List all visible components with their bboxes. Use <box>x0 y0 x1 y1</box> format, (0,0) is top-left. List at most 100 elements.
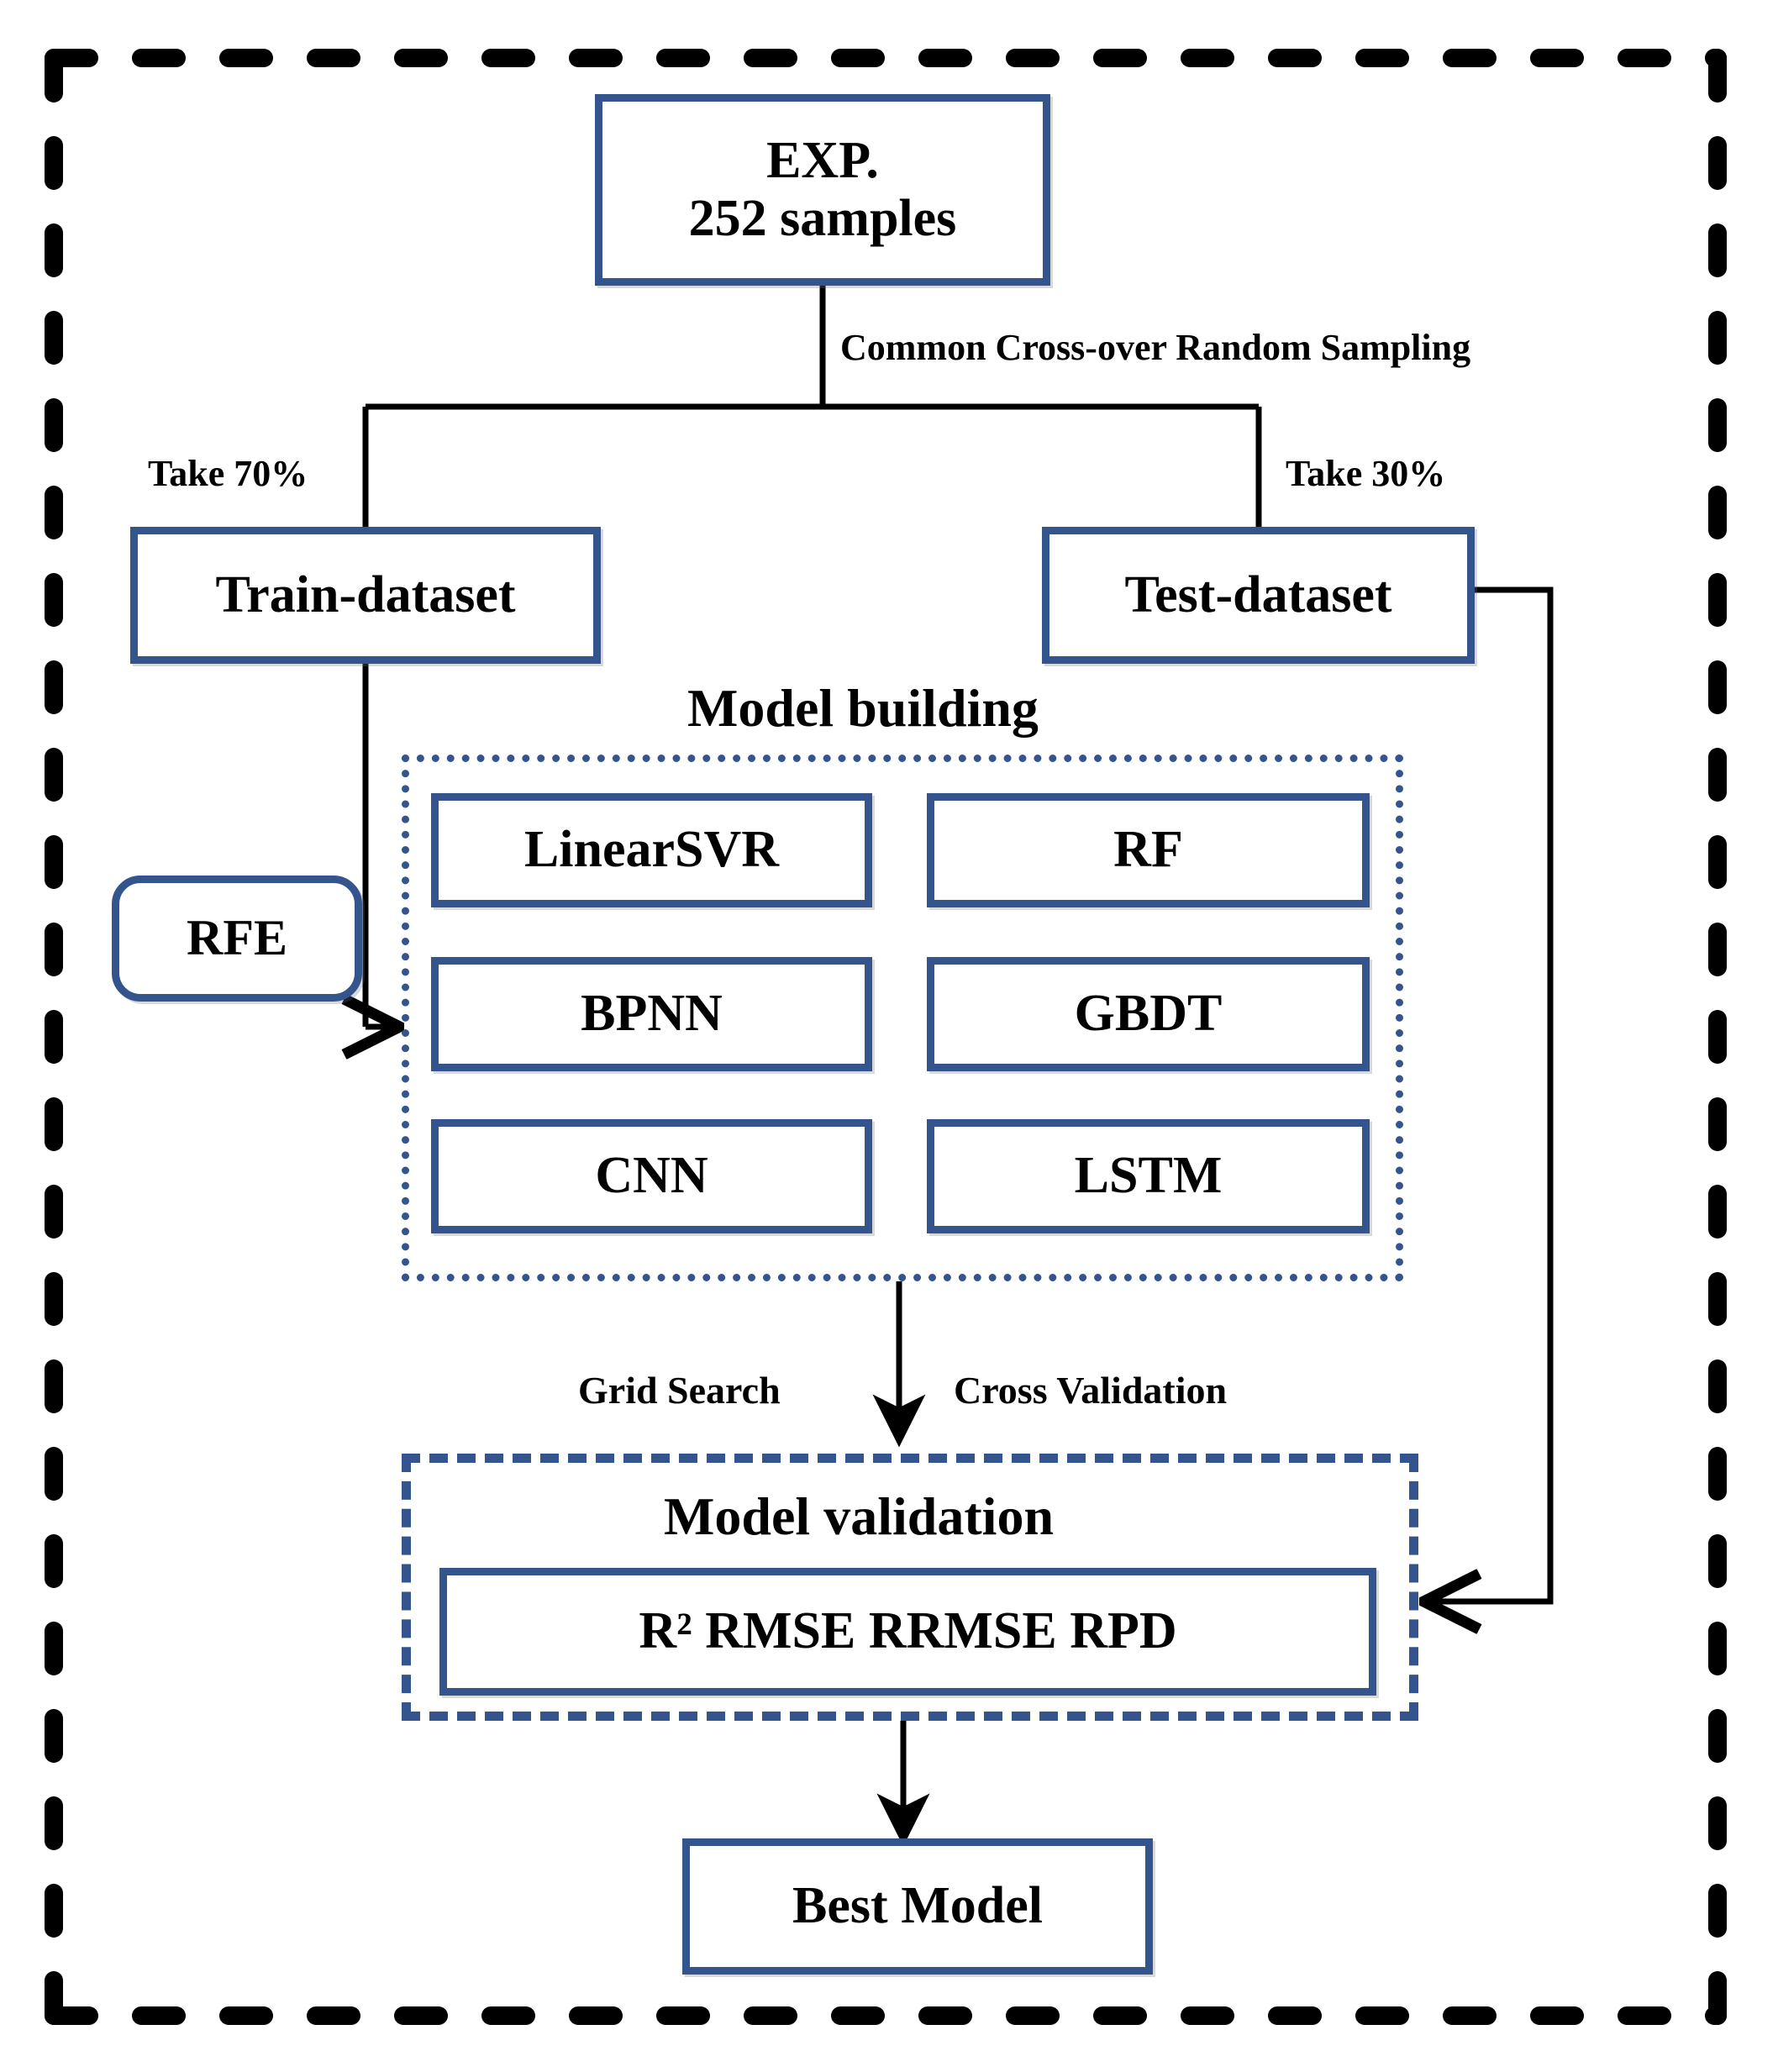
node-metrics-label: R² RMSE RRMSE RPD <box>639 1602 1177 1660</box>
frame-dash-right <box>1708 49 1727 103</box>
node-exp-line1: EXP. <box>766 131 879 189</box>
frame-dash-left <box>45 311 63 365</box>
frame-dash-right <box>1708 835 1727 889</box>
frame-dash-top <box>1443 49 1497 67</box>
node-model-lstm-label: LSTM <box>1074 1147 1223 1205</box>
node-model-rf[interactable]: RF <box>927 793 1370 907</box>
frame-dash-left <box>45 1272 63 1326</box>
node-metrics[interactable]: R² RMSE RRMSE RPD <box>439 1568 1376 1696</box>
frame-dash-bottom <box>45 2006 98 2025</box>
node-test-dataset-label: Test-dataset <box>1124 565 1392 623</box>
node-best-model-label: Best Model <box>792 1877 1043 1935</box>
frame-dash-bottom <box>744 2006 797 2025</box>
frame-dash-bottom <box>1181 2006 1234 2025</box>
frame-dash-left <box>45 486 63 539</box>
frame-dash-bottom <box>1268 2006 1322 2025</box>
frame-dash-left <box>45 1884 63 1938</box>
frame-dash-left <box>45 49 63 103</box>
node-model-gbdt[interactable]: GBDT <box>927 957 1370 1071</box>
frame-dash-right <box>1708 1185 1727 1238</box>
frame-dash-bottom <box>394 2006 448 2025</box>
section-model-validation-container <box>402 1454 1418 1721</box>
node-model-linearsvr-label: LinearSVR <box>523 821 780 879</box>
node-model-lstm[interactable]: LSTM <box>927 1119 1370 1233</box>
frame-dash-right <box>1708 224 1727 277</box>
frame-dash-top <box>1705 49 1727 67</box>
node-model-cnn-label: CNN <box>595 1147 708 1205</box>
frame-dash-bottom <box>918 2006 972 2025</box>
frame-dash-right <box>1708 136 1727 190</box>
node-model-bpnn-label: BPNN <box>581 985 723 1043</box>
frame-dash-left <box>45 923 63 976</box>
node-test-dataset[interactable]: Test-dataset <box>1042 527 1475 664</box>
frame-dash-top <box>831 49 885 67</box>
node-best-model[interactable]: Best Model <box>682 1838 1153 1975</box>
frame-dash-top <box>656 49 710 67</box>
node-rfe[interactable]: RFE <box>112 876 362 1002</box>
frame-dash-left <box>45 1010 63 1064</box>
edge-label-grid-search: Grid Search <box>578 1369 781 1412</box>
section-heading-model-validation: Model validation <box>664 1486 1055 1546</box>
frame-dash-bottom <box>569 2006 623 2025</box>
edge-label-cross-validation: Cross Validation <box>954 1369 1228 1412</box>
section-model-building-container <box>402 755 1403 1281</box>
frame-dash-bottom <box>307 2006 360 2025</box>
frame-dash-right <box>1708 1272 1727 1326</box>
frame-dash-right <box>1708 311 1727 365</box>
frame-dash-top <box>1268 49 1322 67</box>
node-model-bpnn[interactable]: BPNN <box>431 957 872 1071</box>
node-model-cnn[interactable]: CNN <box>431 1119 872 1233</box>
frame-dash-right <box>1708 748 1727 802</box>
node-model-gbdt-label: GBDT <box>1074 985 1223 1043</box>
frame-dash-right <box>1708 1622 1727 1675</box>
frame-dash-bottom <box>219 2006 273 2025</box>
frame-dash-top <box>744 49 797 67</box>
frame-dash-top <box>1618 49 1671 67</box>
node-model-rf-label: RF <box>1113 821 1183 879</box>
frame-dash-bottom <box>1443 2006 1497 2025</box>
frame-dash-top <box>1181 49 1234 67</box>
frame-dash-left <box>45 1971 63 2025</box>
frame-dash-bottom <box>1705 2006 1727 2025</box>
frame-dash-right <box>1708 1534 1727 1588</box>
frame-dash-right <box>1708 1709 1727 1763</box>
frame-dash-right <box>1708 923 1727 976</box>
frame-dash-right <box>1708 398 1727 452</box>
section-heading-model-building: Model building <box>687 678 1039 738</box>
frame-dash-right <box>1708 1796 1727 1850</box>
frame-dash-right <box>1708 1097 1727 1151</box>
frame-dash-left <box>45 398 63 452</box>
frame-dash-left <box>45 573 63 627</box>
frame-dash-left <box>45 835 63 889</box>
frame-dash-left <box>45 1796 63 1850</box>
node-rfe-label: RFE <box>187 910 287 966</box>
frame-dash-right <box>1708 573 1727 627</box>
frame-dash-right <box>1708 486 1727 539</box>
node-train-dataset-label: Train-dataset <box>215 565 516 623</box>
frame-dash-bottom <box>1006 2006 1060 2025</box>
frame-dash-right <box>1708 660 1727 714</box>
frame-dash-top <box>1530 49 1584 67</box>
frame-dash-top <box>1355 49 1409 67</box>
frame-dash-right <box>1708 1971 1727 2025</box>
frame-dash-top <box>45 49 98 67</box>
frame-dash-left <box>45 1534 63 1588</box>
frame-dash-bottom <box>132 2006 186 2025</box>
node-exp[interactable]: EXP. 252 samples <box>595 94 1050 286</box>
edge-label-sampling: Common Cross-over Random Sampling <box>840 327 1471 368</box>
node-model-linearsvr[interactable]: LinearSVR <box>431 793 872 907</box>
frame-dash-left <box>45 1185 63 1238</box>
frame-dash-top <box>1006 49 1060 67</box>
node-exp-line2: 252 samples <box>688 190 957 247</box>
node-train-dataset[interactable]: Train-dataset <box>130 527 601 664</box>
frame-dash-left <box>45 1709 63 1763</box>
frame-dash-bottom <box>1093 2006 1147 2025</box>
edge-label-take-test: Take 30% <box>1286 453 1446 494</box>
frame-dash-top <box>1093 49 1147 67</box>
frame-dash-top <box>394 49 448 67</box>
frame-dash-bottom <box>1530 2006 1584 2025</box>
frame-dash-top <box>132 49 186 67</box>
frame-dash-top <box>569 49 623 67</box>
frame-dash-bottom <box>656 2006 710 2025</box>
